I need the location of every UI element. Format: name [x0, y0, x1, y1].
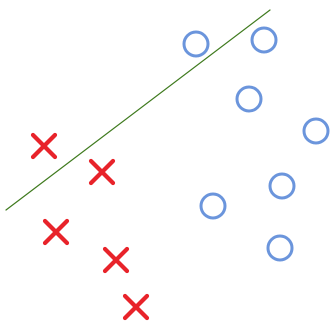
decision-boundary-group: [5, 9, 271, 211]
decision-boundary-line: [5, 9, 271, 211]
circle-icon: [235, 85, 263, 113]
cross-icon: [88, 158, 116, 186]
circle-icon: [199, 192, 227, 220]
circle-icon: [268, 172, 296, 200]
cross-icon: [42, 218, 70, 246]
circle-icon: [302, 117, 330, 145]
cross-icon: [122, 293, 150, 321]
class-o-markers: [182, 26, 330, 262]
cross-icon: [102, 246, 130, 274]
class-x-markers: [30, 132, 150, 321]
circle-icon: [266, 234, 294, 262]
circle-icon: [182, 30, 210, 58]
circle-icon: [250, 26, 278, 54]
cross-icon: [30, 132, 58, 160]
